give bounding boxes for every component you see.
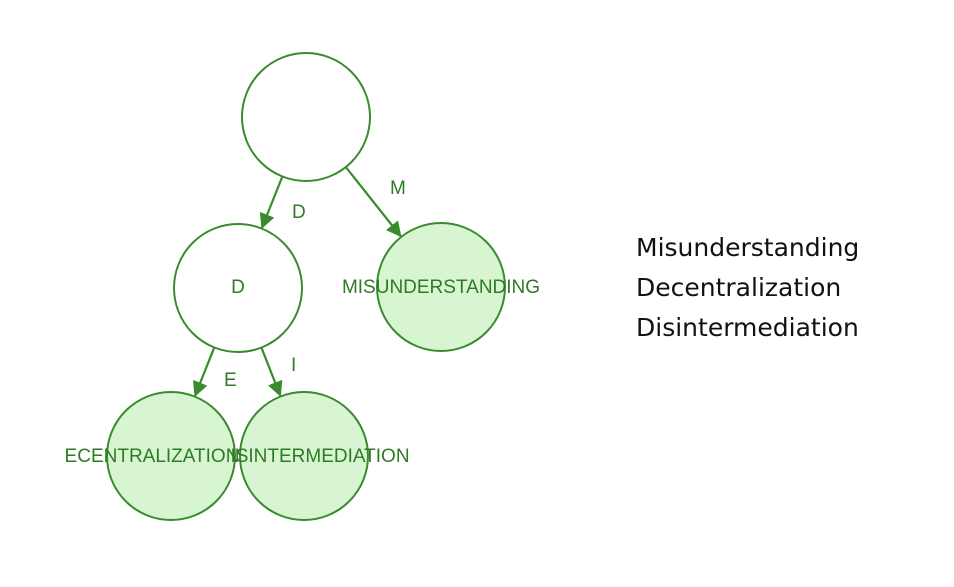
node-label-misunderstanding: MISUNDERSTANDING [342, 277, 540, 298]
edge-label: M [390, 178, 406, 199]
node-label-intermediation: ISINTERMEDIATION [230, 446, 409, 467]
word-list: Misunderstanding Decentralization Disint… [636, 228, 859, 348]
node-d [173, 223, 303, 353]
node-label-d: D [231, 277, 245, 298]
edge-label: D [292, 202, 306, 223]
leaf-node-intermediation [239, 391, 369, 521]
edge-root-misunderstanding [344, 166, 402, 238]
edge-d-ecentralization [193, 347, 216, 398]
edge-label: E [224, 370, 237, 391]
word-item: Misunderstanding [636, 233, 860, 262]
word-item: Disintermediation [636, 313, 859, 342]
edge-d-intermediation [260, 347, 283, 397]
edge-root-d [259, 176, 284, 230]
node-root [241, 52, 371, 182]
word-item: Decentralization [636, 273, 842, 302]
leaf-node-misunderstanding [376, 222, 506, 352]
edge-label: I [291, 355, 296, 376]
leaf-node-ecentralization [106, 391, 236, 521]
node-label-ecentralization: ECENTRALIZATION [65, 446, 240, 467]
